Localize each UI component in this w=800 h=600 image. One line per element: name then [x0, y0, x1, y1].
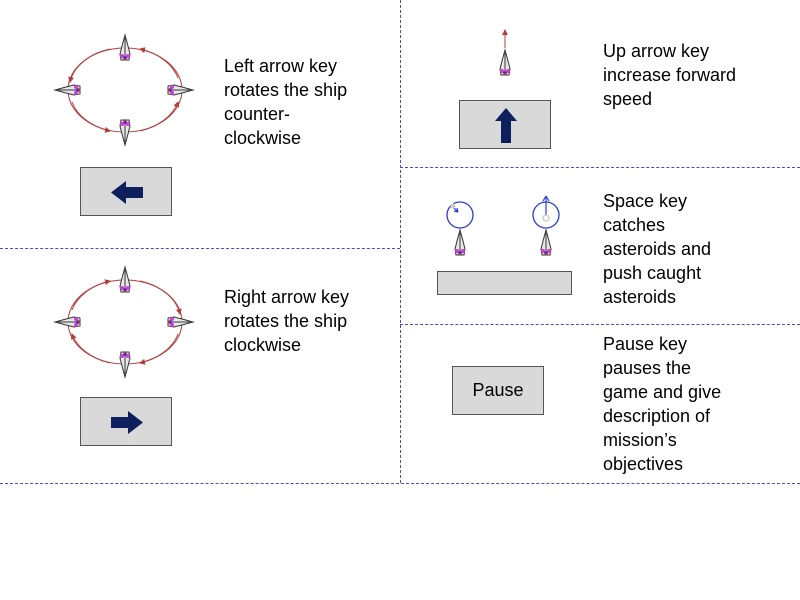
spaceship-icon [119, 34, 131, 61]
divider-bottom [0, 483, 800, 484]
spaceship-icon [454, 229, 466, 256]
space-key[interactable] [437, 271, 572, 295]
push-asteroid-diagram [532, 195, 560, 256]
right-arrow-icon [111, 411, 143, 434]
spaceship-icon [167, 84, 194, 96]
spaceship-icon [54, 84, 81, 96]
spaceship-icon [119, 119, 131, 146]
left-key-description: Left arrow key rotates the ship counter-… [224, 56, 348, 148]
right-rotation-diagram [54, 266, 194, 378]
spaceship-icon [119, 351, 131, 378]
space-key-description: Space key catches asteroids and push cau… [603, 191, 712, 307]
divider-vertical [400, 0, 401, 483]
left-arrow-icon [111, 181, 143, 204]
pause-key[interactable]: Pause [452, 366, 544, 415]
up-arrow-icon [495, 108, 517, 143]
left-arrow-key[interactable] [80, 167, 172, 216]
left-rotation-diagram [54, 34, 194, 146]
pause-key-description: Pause key pauses the game and give descr… [603, 334, 722, 474]
spaceship-icon [167, 316, 194, 328]
spaceship-icon [119, 266, 131, 293]
pause-key-label: Pause [472, 380, 524, 400]
divider-right-top [400, 167, 800, 168]
right-key-description: Right arrow key rotates the ship clockwi… [224, 287, 350, 355]
forward-thrust-diagram [499, 29, 511, 76]
spaceship-icon [499, 49, 511, 76]
divider-right-middle [400, 324, 800, 325]
right-arrow-key[interactable] [80, 397, 172, 446]
divider-left-middle [0, 248, 400, 249]
catch-asteroid-diagram [446, 201, 474, 256]
up-arrow-key[interactable] [459, 100, 551, 149]
spaceship-icon [54, 316, 81, 328]
up-key-description: Up arrow key increase forward speed [603, 41, 737, 109]
spaceship-icon [540, 229, 552, 256]
